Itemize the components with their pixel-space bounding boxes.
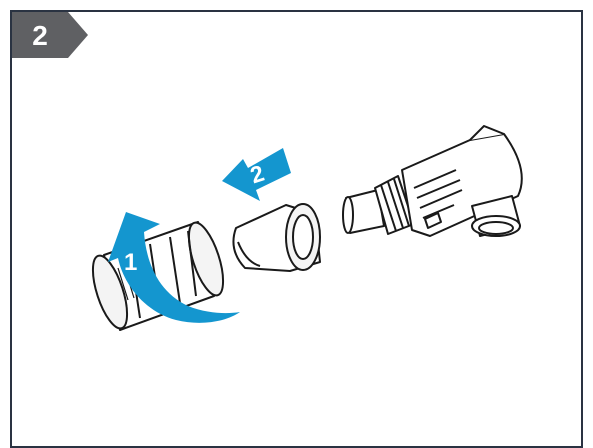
- arrow-1-label: 1: [124, 249, 137, 276]
- pull-out-arrow: 2: [222, 148, 291, 201]
- step-number: 2: [14, 13, 66, 57]
- connector-body: [343, 126, 522, 236]
- seal-sleeve: [233, 204, 320, 271]
